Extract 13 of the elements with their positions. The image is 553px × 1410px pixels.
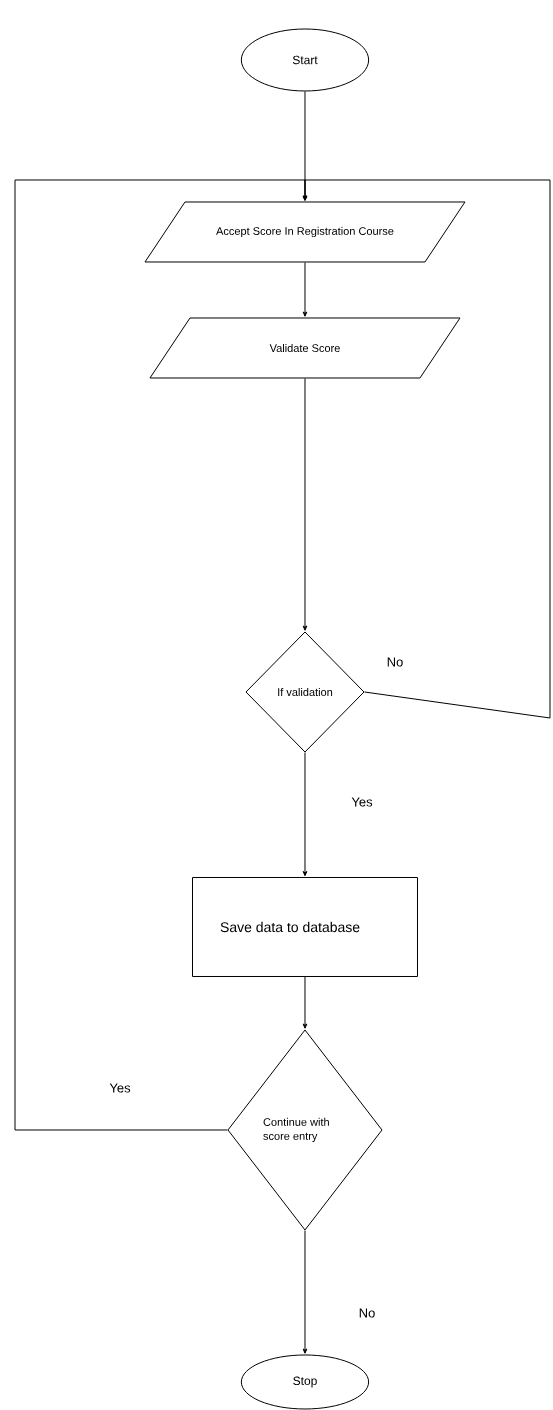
edge-label: Yes (350, 796, 374, 808)
arrow (302, 1230, 308, 1354)
arrow (302, 262, 308, 317)
input-parallelogram: Accept Score In Registration Course (144, 201, 466, 263)
arrow (302, 752, 308, 877)
edge-label: No (385, 656, 405, 668)
input-parallelogram: Validate Score (149, 317, 461, 379)
process-box: Save data to database (192, 877, 418, 977)
arrow (14, 179, 308, 1131)
edge-label: Yes (108, 1082, 132, 1094)
arrow (302, 976, 308, 1029)
arrow (302, 378, 308, 631)
edge-label: No (357, 1307, 377, 1319)
